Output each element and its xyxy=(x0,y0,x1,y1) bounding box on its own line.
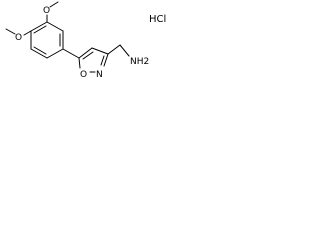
atom-label-o-top: O xyxy=(43,6,50,16)
atom-label-o-ring: O xyxy=(80,70,87,80)
atom-label-o-left: O xyxy=(15,33,22,43)
bond-lines xyxy=(5,1,130,73)
atom-label-amine: NH2 xyxy=(130,57,149,67)
salt-label: HCl xyxy=(149,14,166,25)
chemical-structure: O O O N NH2 HCl xyxy=(5,1,166,80)
atom-label-n-ring: N xyxy=(96,70,103,80)
